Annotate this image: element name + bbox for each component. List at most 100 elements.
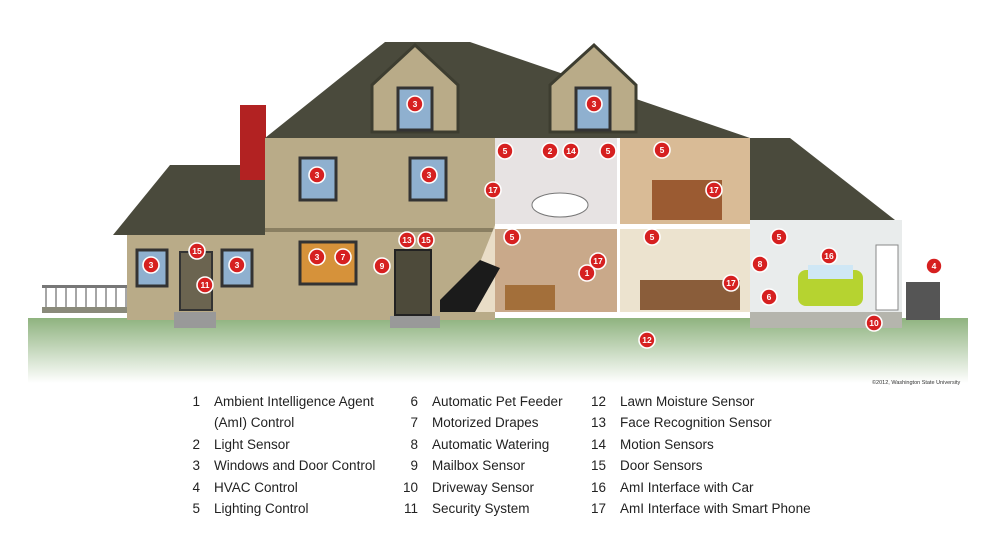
sensor-marker-5: 5: [643, 228, 661, 246]
legend-number: 6: [410, 394, 418, 409]
marker-number: 5: [606, 146, 611, 156]
marker-number: 3: [315, 170, 320, 180]
marker-number: 4: [932, 261, 937, 271]
sensor-marker-3: 3: [585, 95, 603, 113]
legend-number: 4: [192, 479, 200, 495]
sensor-marker-10: 10: [865, 314, 883, 332]
legend-label: Lighting Control: [214, 500, 309, 516]
legend-item: 6 Automatic Pet Feeder: [396, 394, 563, 415]
legend-item: 17 AmI Interface with Smart Phone: [584, 501, 811, 522]
marker-number: 12: [642, 335, 652, 345]
marker-number: 15: [421, 235, 431, 245]
legend-label: Windows and Door Control: [214, 458, 376, 474]
legend-number: 3: [192, 458, 200, 474]
legend-column-3: 12 Lawn Moisture Sensor 13 Face Recognition…: [584, 394, 811, 522]
marker-number: 3: [315, 252, 320, 262]
marker-number: 3: [592, 99, 597, 109]
sensor-marker-17: 17: [589, 252, 607, 270]
marker-number: 16: [824, 251, 834, 261]
sensor-marker-3: 3: [420, 166, 438, 184]
sensor-marker-15: 15: [417, 231, 435, 249]
legend-label: Motion Sensors: [620, 436, 714, 452]
legend-number: 2: [192, 436, 200, 452]
legend-item: 8 Automatic Watering: [396, 437, 563, 458]
sensor-marker-12: 12: [638, 331, 656, 349]
marker-number: 5: [510, 232, 515, 242]
lawn: [28, 318, 968, 383]
legend-number: 12: [590, 394, 606, 409]
legend-label: Door Sensors: [620, 458, 703, 474]
legend-item: 14 Motion Sensors: [584, 437, 811, 458]
deck: [42, 285, 128, 313]
legend-label: Ambient Intelligence Agent: [214, 394, 374, 409]
sensor-marker-5: 5: [653, 141, 671, 159]
legend-label: Automatic Watering: [432, 436, 550, 452]
sensor-marker-5: 5: [599, 142, 617, 160]
sensor-marker-3: 3: [406, 95, 424, 113]
chimney: [240, 105, 266, 180]
legend-item: 3 Windows and Door Control: [178, 458, 375, 479]
sensor-marker-3: 3: [308, 248, 326, 266]
legend-number: 13: [590, 415, 606, 431]
marker-number: 5: [503, 146, 508, 156]
legend-item: 1 Ambient Intelligence Agent: [178, 394, 375, 415]
marker-number: 1: [585, 268, 590, 278]
legend-label: Face Recognition Sensor: [620, 415, 772, 431]
copyright-credit: ©2012, Washington State University: [872, 380, 961, 386]
sensor-marker-13: 13: [398, 231, 416, 249]
marker-number: 7: [341, 252, 346, 262]
marker-number: 5: [660, 145, 665, 155]
left-wing: [113, 165, 275, 328]
marker-number: 13: [402, 235, 412, 245]
sensor-marker-17: 17: [705, 181, 723, 199]
legend-label: Motorized Drapes: [432, 415, 539, 431]
sensor-marker-7: 7: [334, 248, 352, 266]
sensor-marker-3: 3: [142, 256, 160, 274]
sensor-marker-2: 2: [541, 142, 559, 160]
marker-number: 9: [380, 261, 385, 271]
sensor-marker-5: 5: [770, 228, 788, 246]
marker-number: 17: [726, 278, 736, 288]
legend-item: 13 Face Recognition Sensor: [584, 415, 811, 436]
sensor-marker-15: 15: [188, 242, 206, 260]
legend-number: 8: [410, 436, 418, 452]
sensor-marker-5: 5: [503, 228, 521, 246]
sensor-marker-3: 3: [228, 256, 246, 274]
legend-number: 14: [590, 436, 606, 452]
legend-number: [178, 415, 200, 436]
legend-number: 16: [590, 479, 606, 495]
legend-label: AmI Interface with Smart Phone: [620, 500, 811, 516]
marker-number: 17: [593, 256, 603, 266]
legend-item: 4 HVAC Control: [178, 480, 375, 501]
sensor-marker-9: 9: [373, 257, 391, 275]
interior-cutaway: [440, 138, 750, 312]
sensor-marker-16: 16: [820, 247, 838, 265]
legend-label: Lawn Moisture Sensor: [620, 394, 755, 409]
legend-item: 10 Driveway Sensor: [396, 480, 563, 501]
sensor-marker-8: 8: [751, 255, 769, 273]
legend-label: Automatic Pet Feeder: [432, 394, 563, 409]
marker-number: 3: [413, 99, 418, 109]
marker-number: 8: [758, 259, 763, 269]
marker-number: 14: [566, 146, 576, 156]
marker-number: 10: [869, 318, 879, 328]
legend-label: Mailbox Sensor: [432, 458, 526, 474]
marker-number: 15: [192, 246, 202, 256]
legend-number: 9: [410, 458, 418, 474]
legend-item: (AmI) Control: [178, 415, 375, 436]
marker-number: 17: [488, 185, 498, 195]
legend-number: 17: [590, 500, 606, 516]
legend-number: 1: [192, 394, 200, 409]
legend-label: HVAC Control: [214, 479, 298, 495]
legend-number: 10: [402, 479, 418, 495]
legend-label: Driveway Sensor: [432, 479, 535, 495]
sensor-marker-11: 11: [196, 276, 214, 294]
